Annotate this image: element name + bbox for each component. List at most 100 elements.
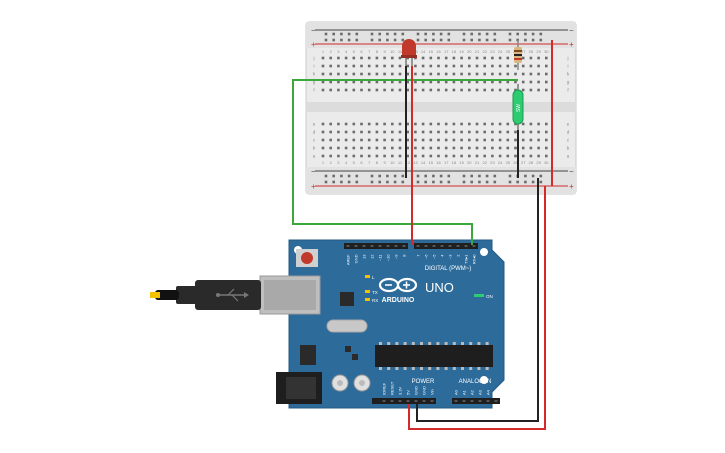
breadboard-hole[interactable] [506,88,510,92]
breadboard-hole[interactable] [414,138,417,142]
breadboard-hole[interactable] [498,130,502,134]
breadboard-hole[interactable] [360,88,363,92]
breadboard-hole[interactable] [475,56,479,60]
breadboard-hole[interactable] [529,154,533,158]
breadboard-hole[interactable] [444,130,448,134]
breadboard-hole[interactable] [367,146,371,150]
rail-hole[interactable] [386,38,389,42]
breadboard-hole[interactable] [498,64,502,68]
breadboard-hole[interactable] [545,154,548,158]
breadboard-hole[interactable] [437,122,440,126]
breadboard-hole[interactable] [491,138,494,142]
breadboard-hole[interactable] [337,122,340,126]
breadboard-hole[interactable] [398,72,402,76]
breadboard-hole[interactable] [545,56,548,60]
breadboard-hole[interactable] [391,80,394,84]
breadboard-hole[interactable] [398,80,402,84]
breadboard-hole[interactable] [452,154,456,158]
breadboard-hole[interactable] [537,130,540,134]
breadboard-hole[interactable] [406,64,409,68]
rail-hole[interactable] [539,32,543,36]
breadboard-hole[interactable] [545,138,548,142]
breadboard-hole[interactable] [498,138,502,142]
rail-hole[interactable] [531,180,535,184]
breadboard-hole[interactable] [468,88,471,92]
breadboard-hole[interactable] [452,138,456,142]
breadboard-hole[interactable] [498,122,502,126]
breadboard-hole[interactable] [452,122,456,126]
rail-hole[interactable] [355,32,359,36]
breadboard-hole[interactable] [398,88,402,92]
dc-power-jack[interactable] [276,372,322,404]
breadboard-hole[interactable] [452,130,456,134]
breadboard-hole[interactable] [367,138,371,142]
breadboard-hole[interactable] [537,56,540,60]
breadboard-hole[interactable] [514,130,517,134]
rail-hole[interactable] [370,32,374,36]
breadboard-hole[interactable] [414,80,417,84]
breadboard-hole[interactable] [383,64,386,68]
breadboard-hole[interactable] [491,88,494,92]
breadboard-hole[interactable] [545,88,548,92]
breadboard-hole[interactable] [383,122,386,126]
breadboard-hole[interactable] [406,154,409,158]
breadboard-hole[interactable] [506,130,510,134]
breadboard-hole[interactable] [321,130,325,134]
breadboard-hole[interactable] [329,72,332,76]
breadboard-hole[interactable] [383,72,386,76]
breadboard-hole[interactable] [545,72,548,76]
breadboard-hole[interactable] [383,88,386,92]
breadboard-hole[interactable] [498,88,502,92]
breadboard-hole[interactable] [329,130,332,134]
breadboard-hole[interactable] [398,122,402,126]
breadboard-hole[interactable] [514,72,517,76]
rail-hole[interactable] [393,38,397,42]
breadboard-hole[interactable] [491,72,494,76]
breadboard-hole[interactable] [506,64,510,68]
breadboard-hole[interactable] [344,122,348,126]
breadboard-hole[interactable] [367,72,371,76]
led[interactable] [401,39,417,66]
breadboard-hole[interactable] [421,56,425,60]
breadboard-hole[interactable] [506,72,510,76]
breadboard-hole[interactable] [514,80,517,84]
breadboard-hole[interactable] [537,80,540,84]
power-pin[interactable] [372,398,380,404]
rail-hole[interactable] [485,180,489,184]
breadboard-hole[interactable] [521,56,525,60]
rail-hole[interactable] [478,174,481,178]
breadboard-hole[interactable] [429,154,433,158]
breadboard-hole[interactable] [444,56,448,60]
breadboard-hole[interactable] [468,64,471,68]
rail-hole[interactable] [416,174,420,178]
rail-hole[interactable] [340,180,343,184]
breadboard-hole[interactable] [344,88,348,92]
breadboard-hole[interactable] [429,138,433,142]
breadboard-hole[interactable] [475,130,479,134]
breadboard-hole[interactable] [475,88,479,92]
breadboard-hole[interactable] [375,88,379,92]
rail-hole[interactable] [485,32,489,36]
breadboard-hole[interactable] [391,72,394,76]
breadboard-hole[interactable] [375,154,379,158]
breadboard-hole[interactable] [352,130,356,134]
breadboard-hole[interactable] [429,146,433,150]
rail-hole[interactable] [324,32,328,36]
rail-hole[interactable] [508,38,512,42]
breadboard-hole[interactable] [367,154,371,158]
breadboard-hole[interactable] [375,72,379,76]
breadboard-hole[interactable] [460,72,463,76]
breadboard-hole[interactable] [452,64,456,68]
breadboard-hole[interactable] [337,72,340,76]
breadboard-hole[interactable] [391,88,394,92]
rail-hole[interactable] [401,32,405,36]
breadboard-hole[interactable] [337,56,340,60]
breadboard-hole[interactable] [383,146,386,150]
breadboard-hole[interactable] [337,146,340,150]
breadboard-hole[interactable] [375,138,379,142]
breadboard-hole[interactable] [406,80,409,84]
rail-hole[interactable] [470,32,473,36]
breadboard-hole[interactable] [429,72,433,76]
rail-hole[interactable] [401,180,405,184]
breadboard-hole[interactable] [529,56,533,60]
